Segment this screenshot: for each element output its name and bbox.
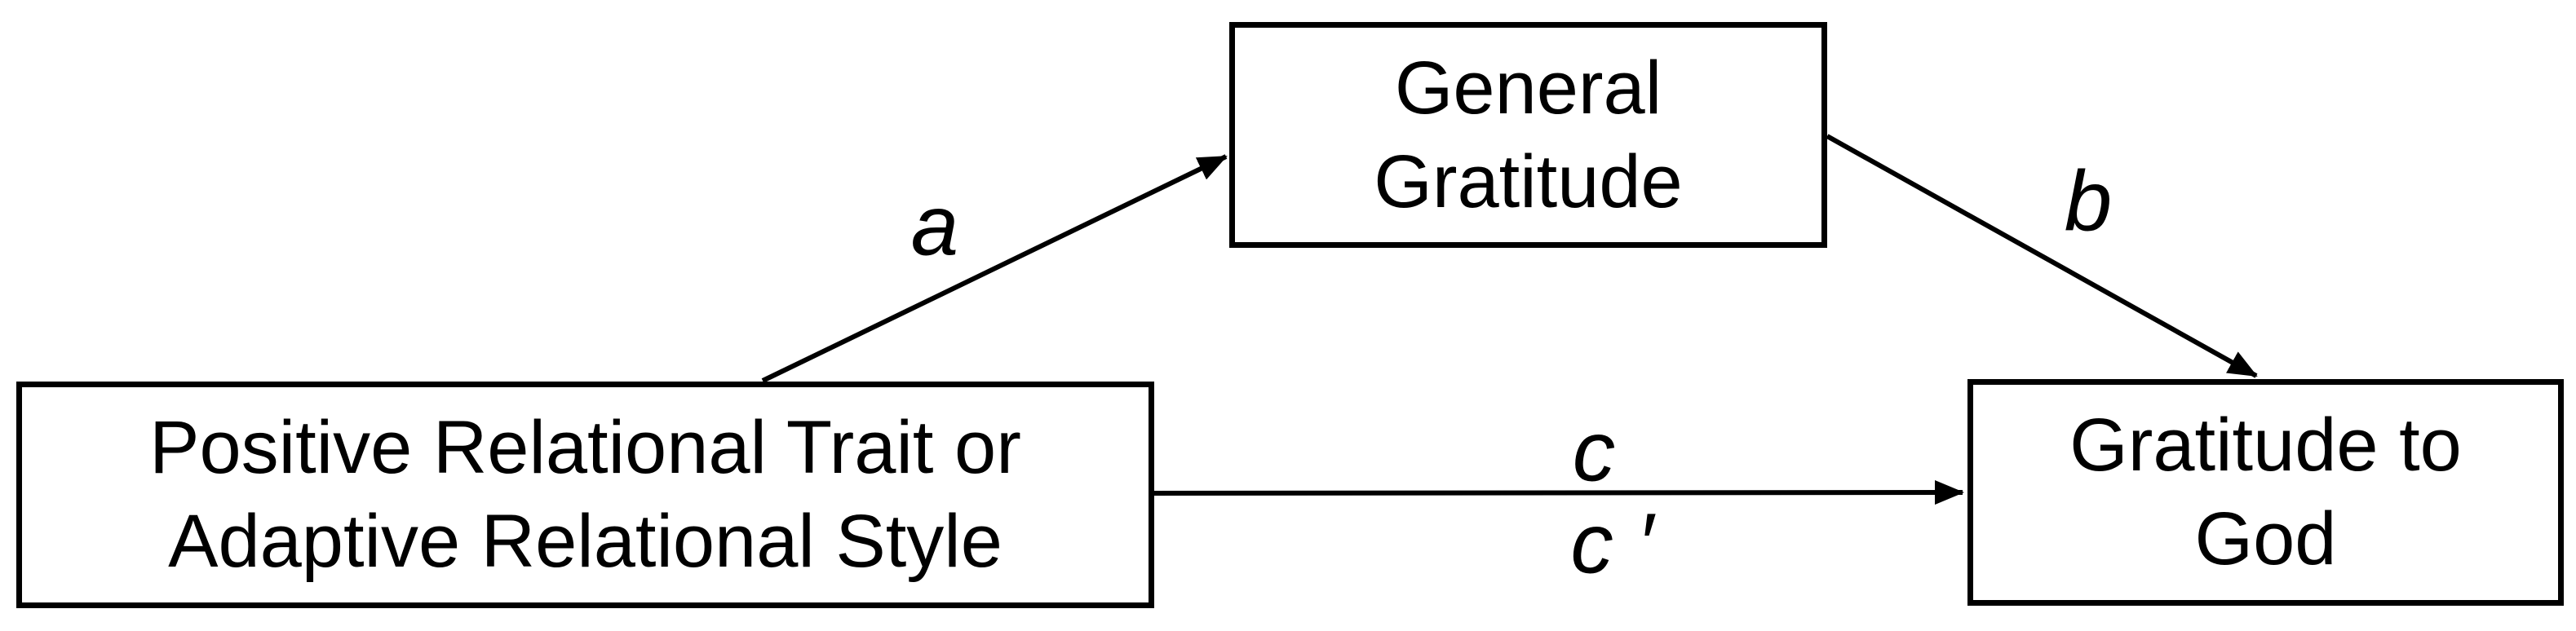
outcome-box-line-1: Gratitude to: [2069, 404, 2462, 487]
mediator-box-line-2: Gratitude: [1374, 139, 1683, 223]
predictor-box: Positive Relational Trait or Adaptive Re…: [16, 382, 1154, 608]
path-b-arrow: [1826, 134, 2258, 378]
path-c-arrow: [1153, 480, 1964, 505]
path-a-label: a: [910, 178, 959, 274]
outcome-box: Gratitude to God: [1967, 379, 2564, 606]
path-b-label: b: [2064, 153, 2113, 249]
path-c-label: c: [1572, 404, 1616, 500]
predictor-box-line-1: Positive Relational Trait or: [149, 406, 1021, 489]
mediator-box: General Gratitude: [1229, 22, 1827, 248]
path-a-arrow: [761, 154, 1228, 383]
predictor-box-line-2: Adaptive Relational Style: [168, 500, 1003, 583]
mediator-box-line-1: General: [1394, 46, 1662, 130]
outcome-box-line-2: God: [2194, 497, 2337, 580]
path-c-prime-label: c ′: [1570, 496, 1653, 592]
